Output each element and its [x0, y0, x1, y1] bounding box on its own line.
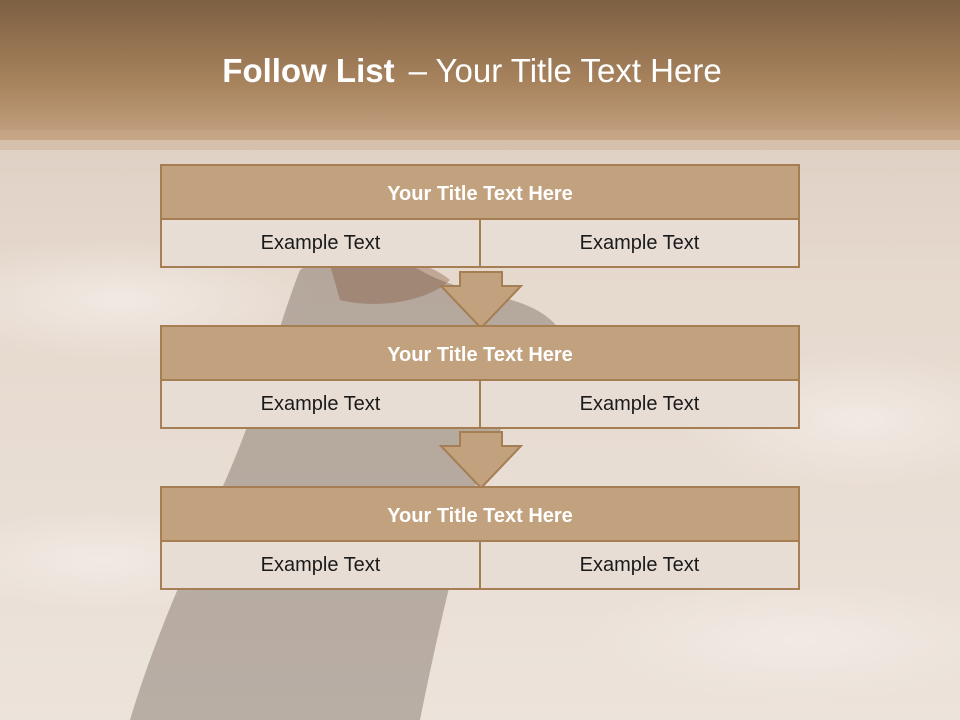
slide-title-bold: Follow List	[222, 52, 395, 89]
block-cell-left: Example Text	[160, 218, 481, 268]
down-arrow-icon	[438, 271, 524, 330]
list-block: Your Title Text Here Example Text Exampl…	[160, 486, 800, 590]
list-block: Your Title Text Here Example Text Exampl…	[160, 164, 800, 268]
block-cell-right: Example Text	[479, 218, 800, 268]
block-row: Example Text Example Text	[160, 218, 800, 268]
block-cell-right: Example Text	[479, 379, 800, 429]
block-cell-left: Example Text	[160, 540, 481, 590]
block-title: Your Title Text Here	[160, 164, 800, 220]
down-arrow-icon	[438, 431, 524, 490]
block-cell-right: Example Text	[479, 540, 800, 590]
slide-title-rest: – Your Title Text Here	[408, 52, 722, 89]
block-title: Your Title Text Here	[160, 325, 800, 381]
list-block: Your Title Text Here Example Text Exampl…	[160, 325, 800, 429]
slide-title: Follow List – Your Title Text Here	[0, 52, 944, 90]
block-row: Example Text Example Text	[160, 540, 800, 590]
block-title: Your Title Text Here	[160, 486, 800, 542]
block-cell-left: Example Text	[160, 379, 481, 429]
block-row: Example Text Example Text	[160, 379, 800, 429]
